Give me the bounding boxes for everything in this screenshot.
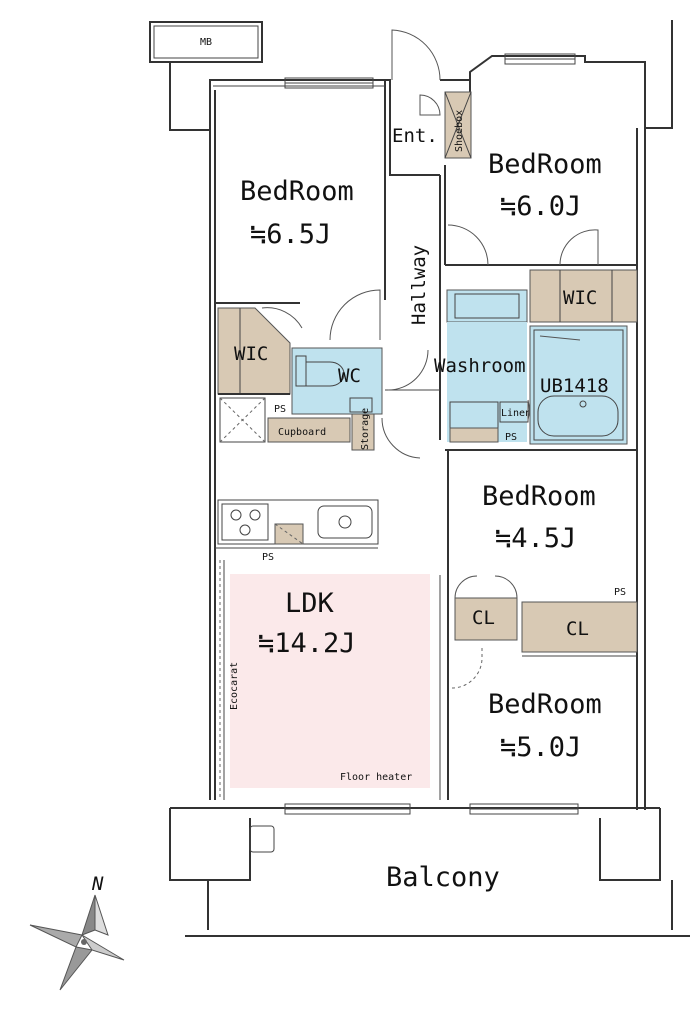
wash-basin-icon [454,293,520,319]
entrance: Ent. Shoebox [389,29,472,176]
bedroom-4-name: BedRoom [488,689,602,720]
top-windows [284,53,576,89]
wc: WC [291,347,383,415]
ldk-size: ≒14.2J [258,628,356,659]
wic-2-label: WIC [563,287,597,309]
storage-label: Storage [360,408,371,450]
ub-label: UB1418 [540,375,609,397]
wic-1: WIC [217,307,303,395]
ldk: LDK ≒14.2J Ecocarat Floor heater [219,560,441,815]
cupboard-label: Cupboard [278,427,326,438]
bedroom-3: BedRoom ≒4.5J PS [445,449,637,800]
bedroom-2: BedRoom ≒6.0J [444,149,637,266]
balcony-label: Balcony [386,862,500,893]
bedroom-1: BedRoom ≒6.5J [215,88,386,341]
balcony: Balcony [169,808,690,937]
north-label: N [91,873,104,895]
bedroom-1-name: BedRoom [240,176,354,207]
bedroom-2-size: ≒6.0J [500,191,581,222]
washroom-label: Washroom [434,355,526,377]
cl-1-label: CL [472,607,495,629]
floor-heater-label: Floor heater [340,772,412,783]
wic-2: WIC [529,269,638,323]
hallway-label: Hallway [408,245,430,325]
linen-label: Linen [501,408,531,419]
ent-label: Ent. [392,125,438,147]
washroom: Linen PS Washroom [434,289,531,443]
bedroom-3-size: ≒4.5J [495,523,576,554]
kitchen: PS [215,499,379,563]
ecocarat-label: Ecocarat [229,662,240,710]
hallway: Hallway [385,175,441,440]
mb-label: MB [200,37,212,48]
gas-stove-icon [221,503,269,541]
ps-2-label: PS [505,432,517,443]
unit-bath: UB1418 [529,325,628,445]
bedroom-3-name: BedRoom [482,481,596,512]
ps-4-label: PS [262,552,274,563]
compass-rose-icon: N [29,873,125,991]
ldk-name: LDK [285,588,335,619]
toilet-icon [305,361,345,387]
ps-3-label: PS [614,587,626,598]
bedroom-4-size: ≒5.0J [500,732,581,763]
kitchen-sink-icon [317,505,373,539]
wic-1-label: WIC [234,343,268,365]
ps-1-label: PS [274,404,286,415]
meter-box: MB [149,21,263,131]
cl-2-label: CL [566,618,589,640]
wc-label: WC [338,365,361,387]
closets: CL CL [451,597,638,689]
bedroom-4: BedRoom ≒5.0J [469,689,602,815]
bedroom-1-size: ≒6.5J [250,219,331,250]
shoebox-label: Shoebox [454,110,465,152]
bedroom-2-name: BedRoom [488,149,602,180]
bathtub-icon [537,395,619,437]
cupboard-row: PS Cupboard Storage [219,397,421,459]
